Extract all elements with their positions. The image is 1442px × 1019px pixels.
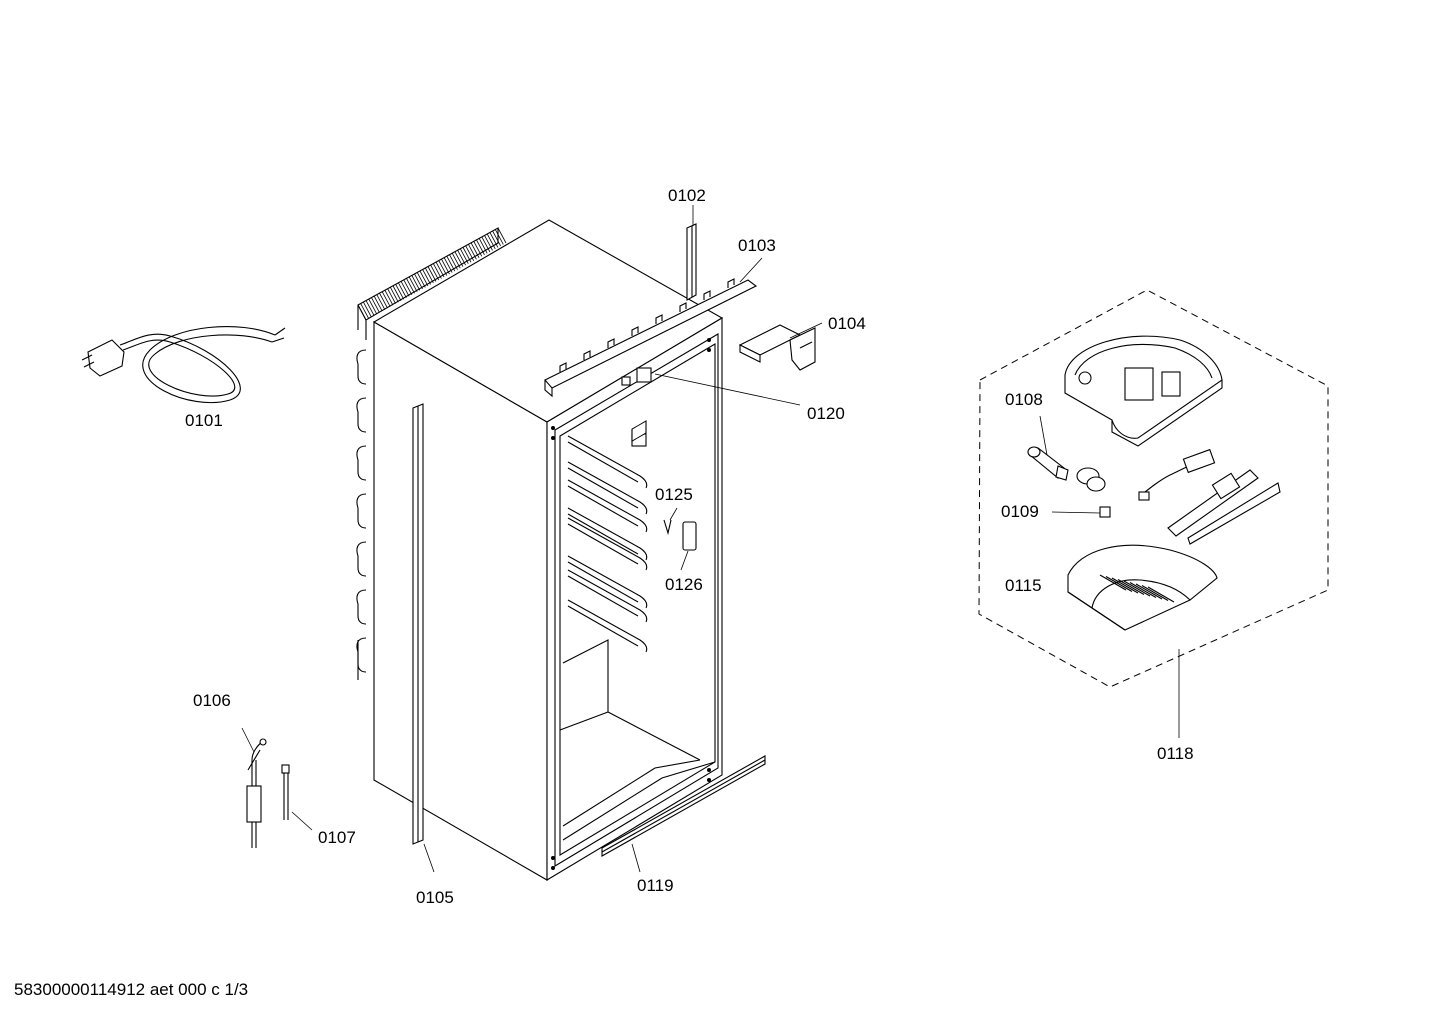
sensor-parts: [246, 738, 290, 848]
lamp-bulb: [1027, 446, 1069, 481]
parts-0125-0126: [663, 519, 697, 551]
top-rail: [544, 278, 758, 398]
document-id: 58300000114912 aet 000 c 1/3: [14, 980, 249, 999]
switch-0120: [621, 367, 652, 386]
bottom-strip-0119: [601, 755, 766, 857]
label-0108: 0108: [1005, 390, 1043, 409]
label-0115: 0115: [1005, 576, 1042, 595]
label-0118: 0118: [1157, 744, 1194, 763]
callout-labels: 0102 0103 0104 0101 0120 0125 0126 0106 …: [185, 186, 1194, 907]
label-0109: 0109: [1001, 502, 1039, 521]
lamp-socket: [1076, 467, 1106, 492]
label-0102: 0102: [668, 186, 706, 205]
hinge-bracket: [738, 324, 816, 371]
label-0125: 0125: [655, 485, 693, 504]
power-cord: [81, 326, 286, 404]
label-0105: 0105: [416, 888, 454, 907]
label-0104: 0104: [828, 314, 866, 333]
wire-harness: [1138, 448, 1216, 501]
lamp-housing: [1064, 335, 1223, 447]
light-assembly-group: [978, 289, 1329, 688]
vertical-bar: [686, 223, 697, 301]
label-0119: 0119: [637, 876, 674, 895]
label-0107: 0107: [318, 828, 356, 847]
label-0103: 0103: [738, 236, 776, 255]
label-0101: 0101: [185, 411, 223, 430]
control-strip: [1167, 469, 1281, 545]
leader-lines: [241, 205, 1180, 873]
seal-strip-0105: [412, 403, 424, 845]
label-0106: 0106: [193, 691, 231, 710]
lamp-cover: [1067, 544, 1218, 631]
label-0126: 0126: [665, 575, 703, 594]
label-0120: 0120: [807, 404, 845, 423]
switch-0109: [1099, 506, 1111, 518]
condenser-coil: [356, 227, 507, 680]
